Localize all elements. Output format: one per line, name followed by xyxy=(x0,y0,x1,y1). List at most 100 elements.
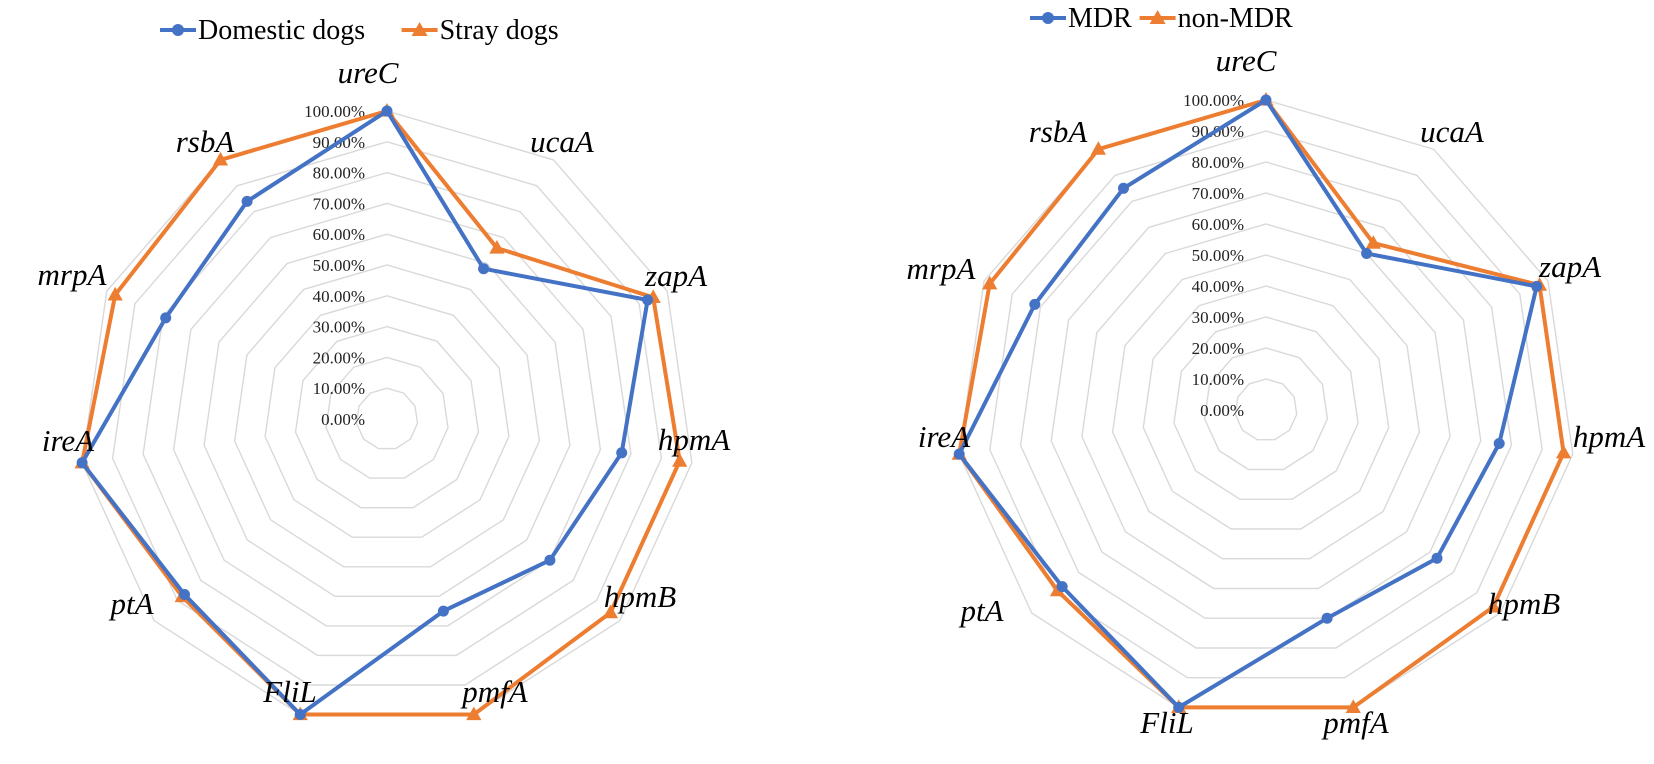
tick-label: 0.00% xyxy=(321,410,365,429)
data-point xyxy=(179,589,190,600)
category-label-mrpA: mrpA xyxy=(38,257,108,292)
tick-label: 60.00% xyxy=(313,225,365,244)
legend-item: MDR xyxy=(1030,3,1132,34)
data-point xyxy=(212,151,229,166)
data-point xyxy=(1531,280,1543,292)
tick-label: 10.00% xyxy=(313,379,365,398)
data-point xyxy=(1260,94,1272,106)
legend-marker xyxy=(172,24,184,36)
tick-label: 20.00% xyxy=(1192,339,1244,358)
category-label-FliL: FliL xyxy=(1139,705,1193,740)
tick-label: 50.00% xyxy=(1192,246,1244,265)
category-label-ucaA: ucaA xyxy=(530,124,595,159)
data-point xyxy=(1365,235,1381,249)
legend-label: Stray dogs xyxy=(440,15,559,46)
data-point xyxy=(1361,248,1373,259)
series-line-mdr xyxy=(957,98,1539,710)
legend-marker xyxy=(411,22,428,36)
tick-label: 30.00% xyxy=(313,318,365,337)
category-label-pmfA: pmfA xyxy=(460,674,529,709)
legend-label: non-MDR xyxy=(1178,3,1293,34)
data-point xyxy=(1173,701,1185,713)
grid-ring xyxy=(1019,161,1513,649)
radar-chart-2: 0.00%10.00%20.00%30.00%40.00%50.00%60.00… xyxy=(907,3,1647,740)
tick-label: 0.00% xyxy=(1200,401,1244,420)
data-point xyxy=(616,447,628,459)
tick-label: 100.00% xyxy=(304,102,365,121)
legend: Domestic dogs Stray dogs xyxy=(160,15,559,46)
legend-item: Domestic dogs xyxy=(160,15,365,46)
category-label-ureC: ureC xyxy=(338,55,399,90)
tick-label: 60.00% xyxy=(1192,215,1244,234)
legend-marker xyxy=(1042,12,1054,24)
data-point xyxy=(1049,582,1066,597)
category-label-hpmA: hpmA xyxy=(1573,419,1646,454)
tick-label: 80.00% xyxy=(1192,153,1244,172)
series-line-domestic-dogs xyxy=(80,109,650,717)
data-point xyxy=(1321,612,1333,624)
data-point xyxy=(1493,438,1505,449)
category-label-hpmB: hpmB xyxy=(1488,586,1560,621)
category-label-ireA: ireA xyxy=(918,419,971,454)
data-point xyxy=(489,240,505,254)
grid-ring xyxy=(1142,285,1390,530)
tick-label: 20.00% xyxy=(313,348,365,367)
tick-label: 10.00% xyxy=(1192,370,1244,389)
data-point xyxy=(466,706,482,721)
tick-label: 40.00% xyxy=(313,287,365,306)
data-point xyxy=(241,195,253,207)
legend-label: MDR xyxy=(1068,3,1132,34)
category-label-rsbA: rsbA xyxy=(176,124,236,159)
legend-item: Stray dogs xyxy=(401,15,559,46)
grid-ring xyxy=(111,141,663,686)
category-label-ptA: ptA xyxy=(958,593,1004,628)
tick-label: 80.00% xyxy=(313,164,365,183)
data-point xyxy=(1431,552,1443,564)
series-line-non-mdr xyxy=(957,98,1566,710)
data-point xyxy=(982,275,998,290)
radar-chart-1: 0.00% 10.00% 20.00% 30.00% 40.00% 50.00% 60.00… xyxy=(38,15,731,721)
grid-ring xyxy=(1234,378,1298,441)
legend-label: Domestic dogs xyxy=(198,15,365,46)
category-label-zapA: zapA xyxy=(644,258,708,293)
grid-ring xyxy=(172,202,602,627)
data-point xyxy=(1118,182,1129,194)
tick-label: 70.00% xyxy=(1192,184,1244,203)
data-point xyxy=(1090,141,1106,155)
data-point xyxy=(76,457,88,469)
legend-item: non-MDR xyxy=(1139,3,1293,34)
data-point xyxy=(672,453,688,467)
grid-ring xyxy=(1081,223,1451,590)
tick-label: 70.00% xyxy=(313,194,365,213)
tick-label: 40.00% xyxy=(1192,277,1244,296)
data-point xyxy=(437,605,449,617)
grid-ring xyxy=(1203,347,1329,471)
category-label-mrpA: mrpA xyxy=(907,251,977,286)
category-label-pmfA: pmfA xyxy=(1321,705,1390,740)
grid-ring xyxy=(1173,316,1359,500)
legend: MDR non-MDR xyxy=(1030,3,1293,34)
data-point xyxy=(1345,699,1361,713)
data-point xyxy=(953,448,965,460)
tick-label: 100.00% xyxy=(1183,91,1244,110)
grid-ring xyxy=(264,295,510,538)
legend-marker xyxy=(1149,10,1166,24)
data-point xyxy=(1556,444,1572,459)
data-point xyxy=(1056,581,1068,593)
data-point xyxy=(160,312,172,324)
grid-ring xyxy=(203,233,571,597)
category-label-ucaA: ucaA xyxy=(1420,114,1485,149)
category-label-ptA: ptA xyxy=(108,586,154,621)
category-label-ureC: ureC xyxy=(1216,43,1277,78)
data-point xyxy=(294,709,306,720)
tick-label: 50.00% xyxy=(313,256,365,275)
series-line-stray-dogs xyxy=(80,109,682,717)
data-point xyxy=(107,286,123,301)
data-point xyxy=(642,294,654,306)
grid-ring xyxy=(1111,254,1421,560)
grid-ring xyxy=(355,387,419,450)
data-point xyxy=(1029,298,1041,310)
data-point xyxy=(1485,598,1501,613)
category-label-hpmB: hpmB xyxy=(604,579,676,614)
